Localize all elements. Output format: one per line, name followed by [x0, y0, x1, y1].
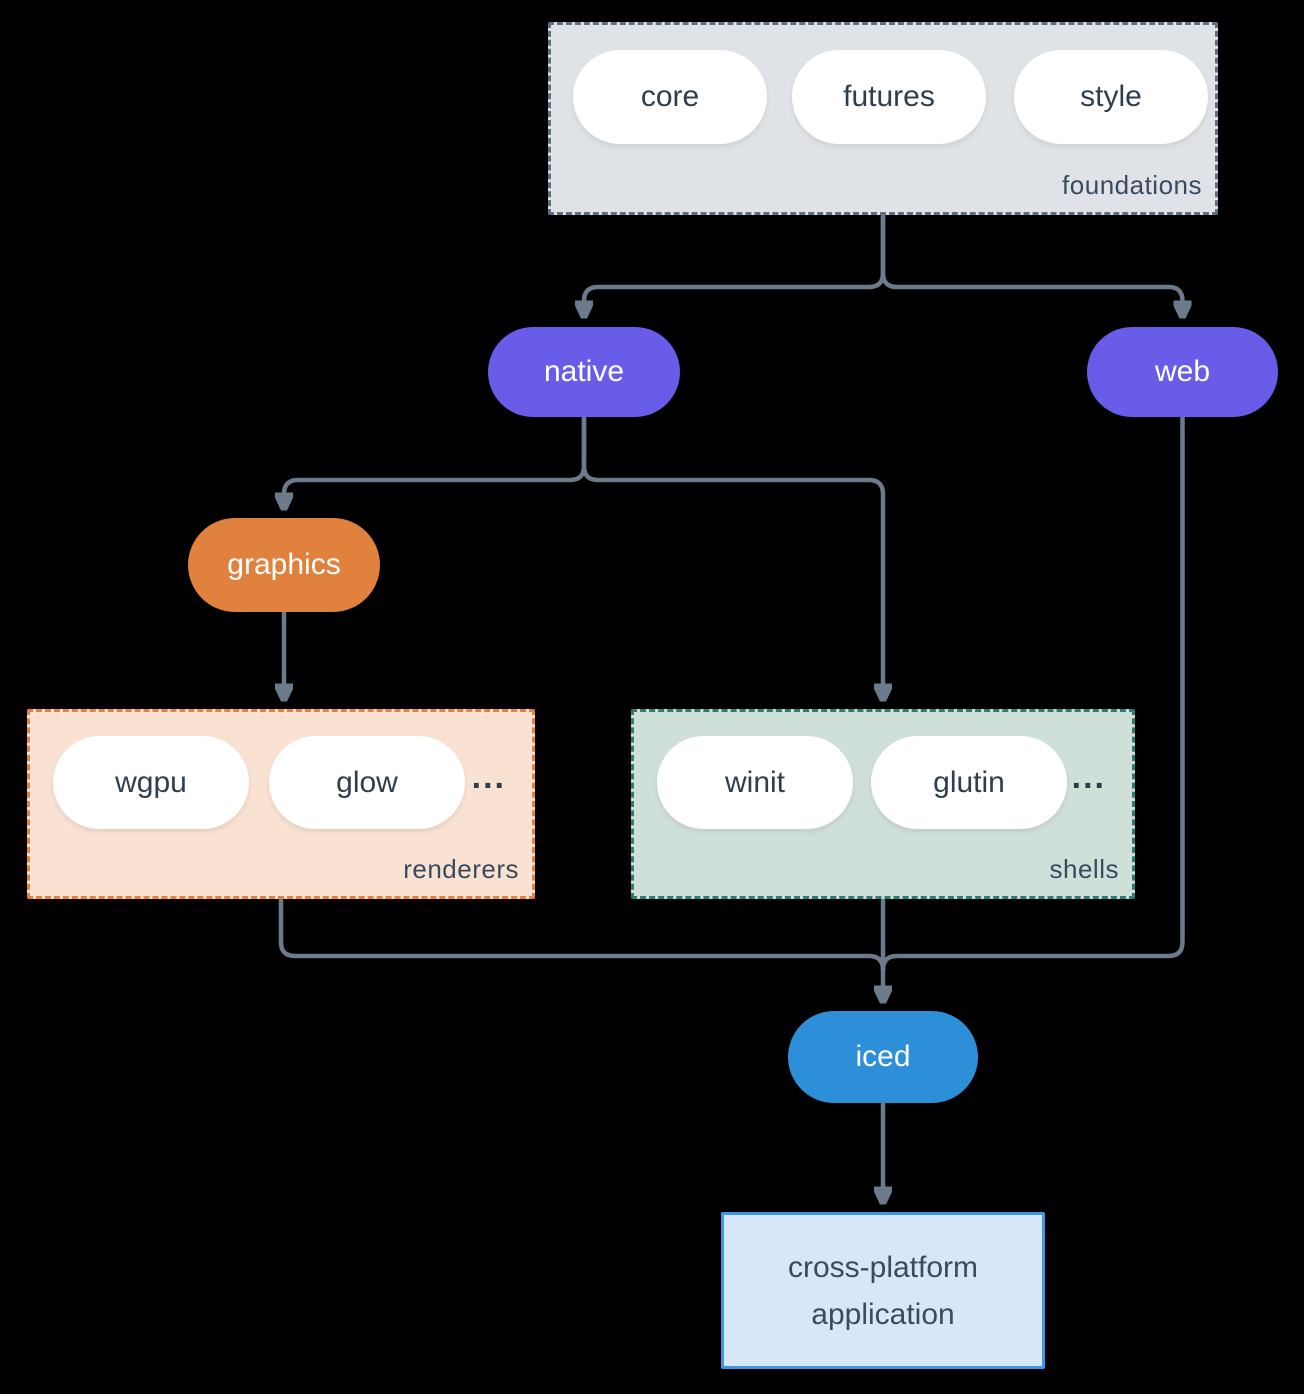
edge-native-graphics	[284, 417, 587, 506]
renderers-ellipsis: ...	[471, 758, 506, 796]
pill-futures: futures	[792, 50, 986, 144]
node-native: native	[488, 327, 680, 417]
foundations-group: core futures style foundations	[548, 22, 1218, 215]
pill-winit: winit	[657, 736, 853, 829]
edge-foundations-web	[880, 215, 1183, 314]
pill-core-label: core	[640, 80, 700, 113]
edge-renderers-merge	[278, 899, 886, 971]
pill-glow-label: glow	[336, 765, 398, 799]
shells-label: shells	[1049, 854, 1119, 884]
renderers-group: wgpu glow ... renderers	[27, 709, 535, 899]
edge-native-shells	[581, 417, 883, 697]
pill-style: style	[1014, 50, 1208, 144]
node-native-label: native	[543, 355, 625, 388]
shells-group: winit glutin ... shells	[631, 709, 1135, 899]
node-iced-label: iced	[855, 1040, 911, 1073]
node-graphics-label: graphics	[227, 548, 341, 581]
foundations-label: foundations	[1062, 170, 1202, 200]
edge-foundations-native	[584, 215, 886, 314]
pill-wgpu-label: wgpu	[115, 765, 187, 799]
shells-ellipsis: ...	[1071, 758, 1106, 796]
application-label-line2: application	[811, 1297, 955, 1331]
pill-wgpu: wgpu	[53, 736, 249, 829]
pill-winit-label: winit	[724, 765, 785, 799]
node-web-label: web	[1154, 355, 1211, 388]
pill-style-label: style	[1080, 80, 1142, 113]
pill-glow: glow	[269, 736, 465, 829]
application-label-line1: cross-platform	[787, 1250, 979, 1284]
pill-core: core	[573, 50, 767, 144]
pill-glutin: glutin	[871, 736, 1067, 829]
pill-glutin-label: glutin	[933, 765, 1005, 799]
node-iced: iced	[788, 1011, 978, 1103]
node-web: web	[1087, 327, 1278, 417]
pill-futures-label: futures	[843, 80, 935, 113]
renderers-label: renderers	[403, 854, 519, 884]
node-graphics: graphics	[188, 518, 380, 612]
application-box: cross-platform application	[721, 1212, 1045, 1369]
